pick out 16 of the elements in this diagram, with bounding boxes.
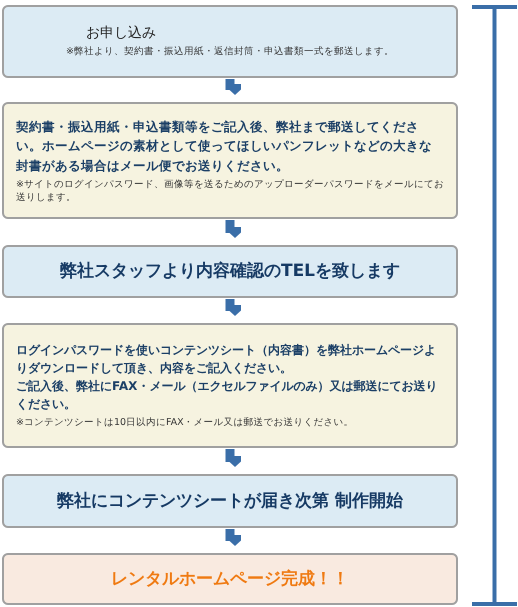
note-text: ※サイトのログインパスワード、画像等を送るためのアップローダーパスワードをメールにてお送りします。 [16, 179, 444, 204]
step-box [2, 102, 458, 219]
step-text: ご記入後、弊社にFAX・メール（エクセルファイルのみ）又は郵送にてお送りください。 [16, 378, 438, 414]
step-text: レンタルホームページ完成！！ [110, 568, 350, 590]
step-text: 弊社スタッフより内容確認のTELを致します [58, 260, 402, 283]
note-text: ※弊社より、契約書・振込用紙・返信封筒・申込書類一式を郵送します。 [65, 46, 395, 59]
note-text: ※コンテンツシートは10日以内にFAX・メール又は郵送でお送りください。 [16, 417, 355, 430]
step-box [2, 5, 458, 78]
step-text: 契約書・振込用紙・申込書類等をご記入後、弊社まで郵送してください。ホームページの素材として使ってほしいパンフレットなどの大きな封書がある場合はメール便でお送りください。 [16, 118, 433, 175]
step-heading: お申し込み [85, 24, 157, 42]
step-box [2, 245, 458, 298]
step-box [2, 553, 458, 605]
step-text: 弊社にコンテンツシートが届き次第 制作開始 [56, 490, 404, 512]
step-box [2, 323, 458, 448]
step-text: ログインパスワードを使いコンテンツシート（内容書）を弊社ホームページよりダウンロードして頂き、内容をご記入ください。 [16, 342, 437, 378]
step-box [2, 474, 458, 528]
